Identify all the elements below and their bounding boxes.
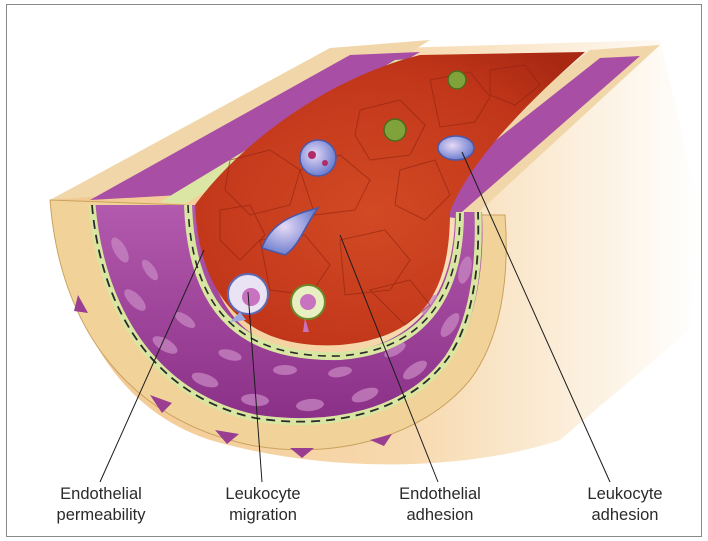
label-line-2: adhesion [550,505,700,526]
circulating-leukocyte [300,140,336,176]
label-endothelial-permeability: Endothelial permeability [26,484,176,526]
label-leukocyte-migration: Leukocyte migration [188,484,338,526]
label-line-2: adhesion [365,505,515,526]
label-line-1: Leukocyte [188,484,338,505]
label-line-1: Endothelial [365,484,515,505]
label-line-2: migration [188,505,338,526]
label-line-1: Leukocyte [550,484,700,505]
label-endothelial-adhesion: Endothelial adhesion [365,484,515,526]
label-line-2: permeability [26,505,176,526]
label-line-1: Endothelial [26,484,176,505]
label-leukocyte-adhesion: Leukocyte adhesion [550,484,700,526]
adhered-leukocyte [438,136,474,160]
